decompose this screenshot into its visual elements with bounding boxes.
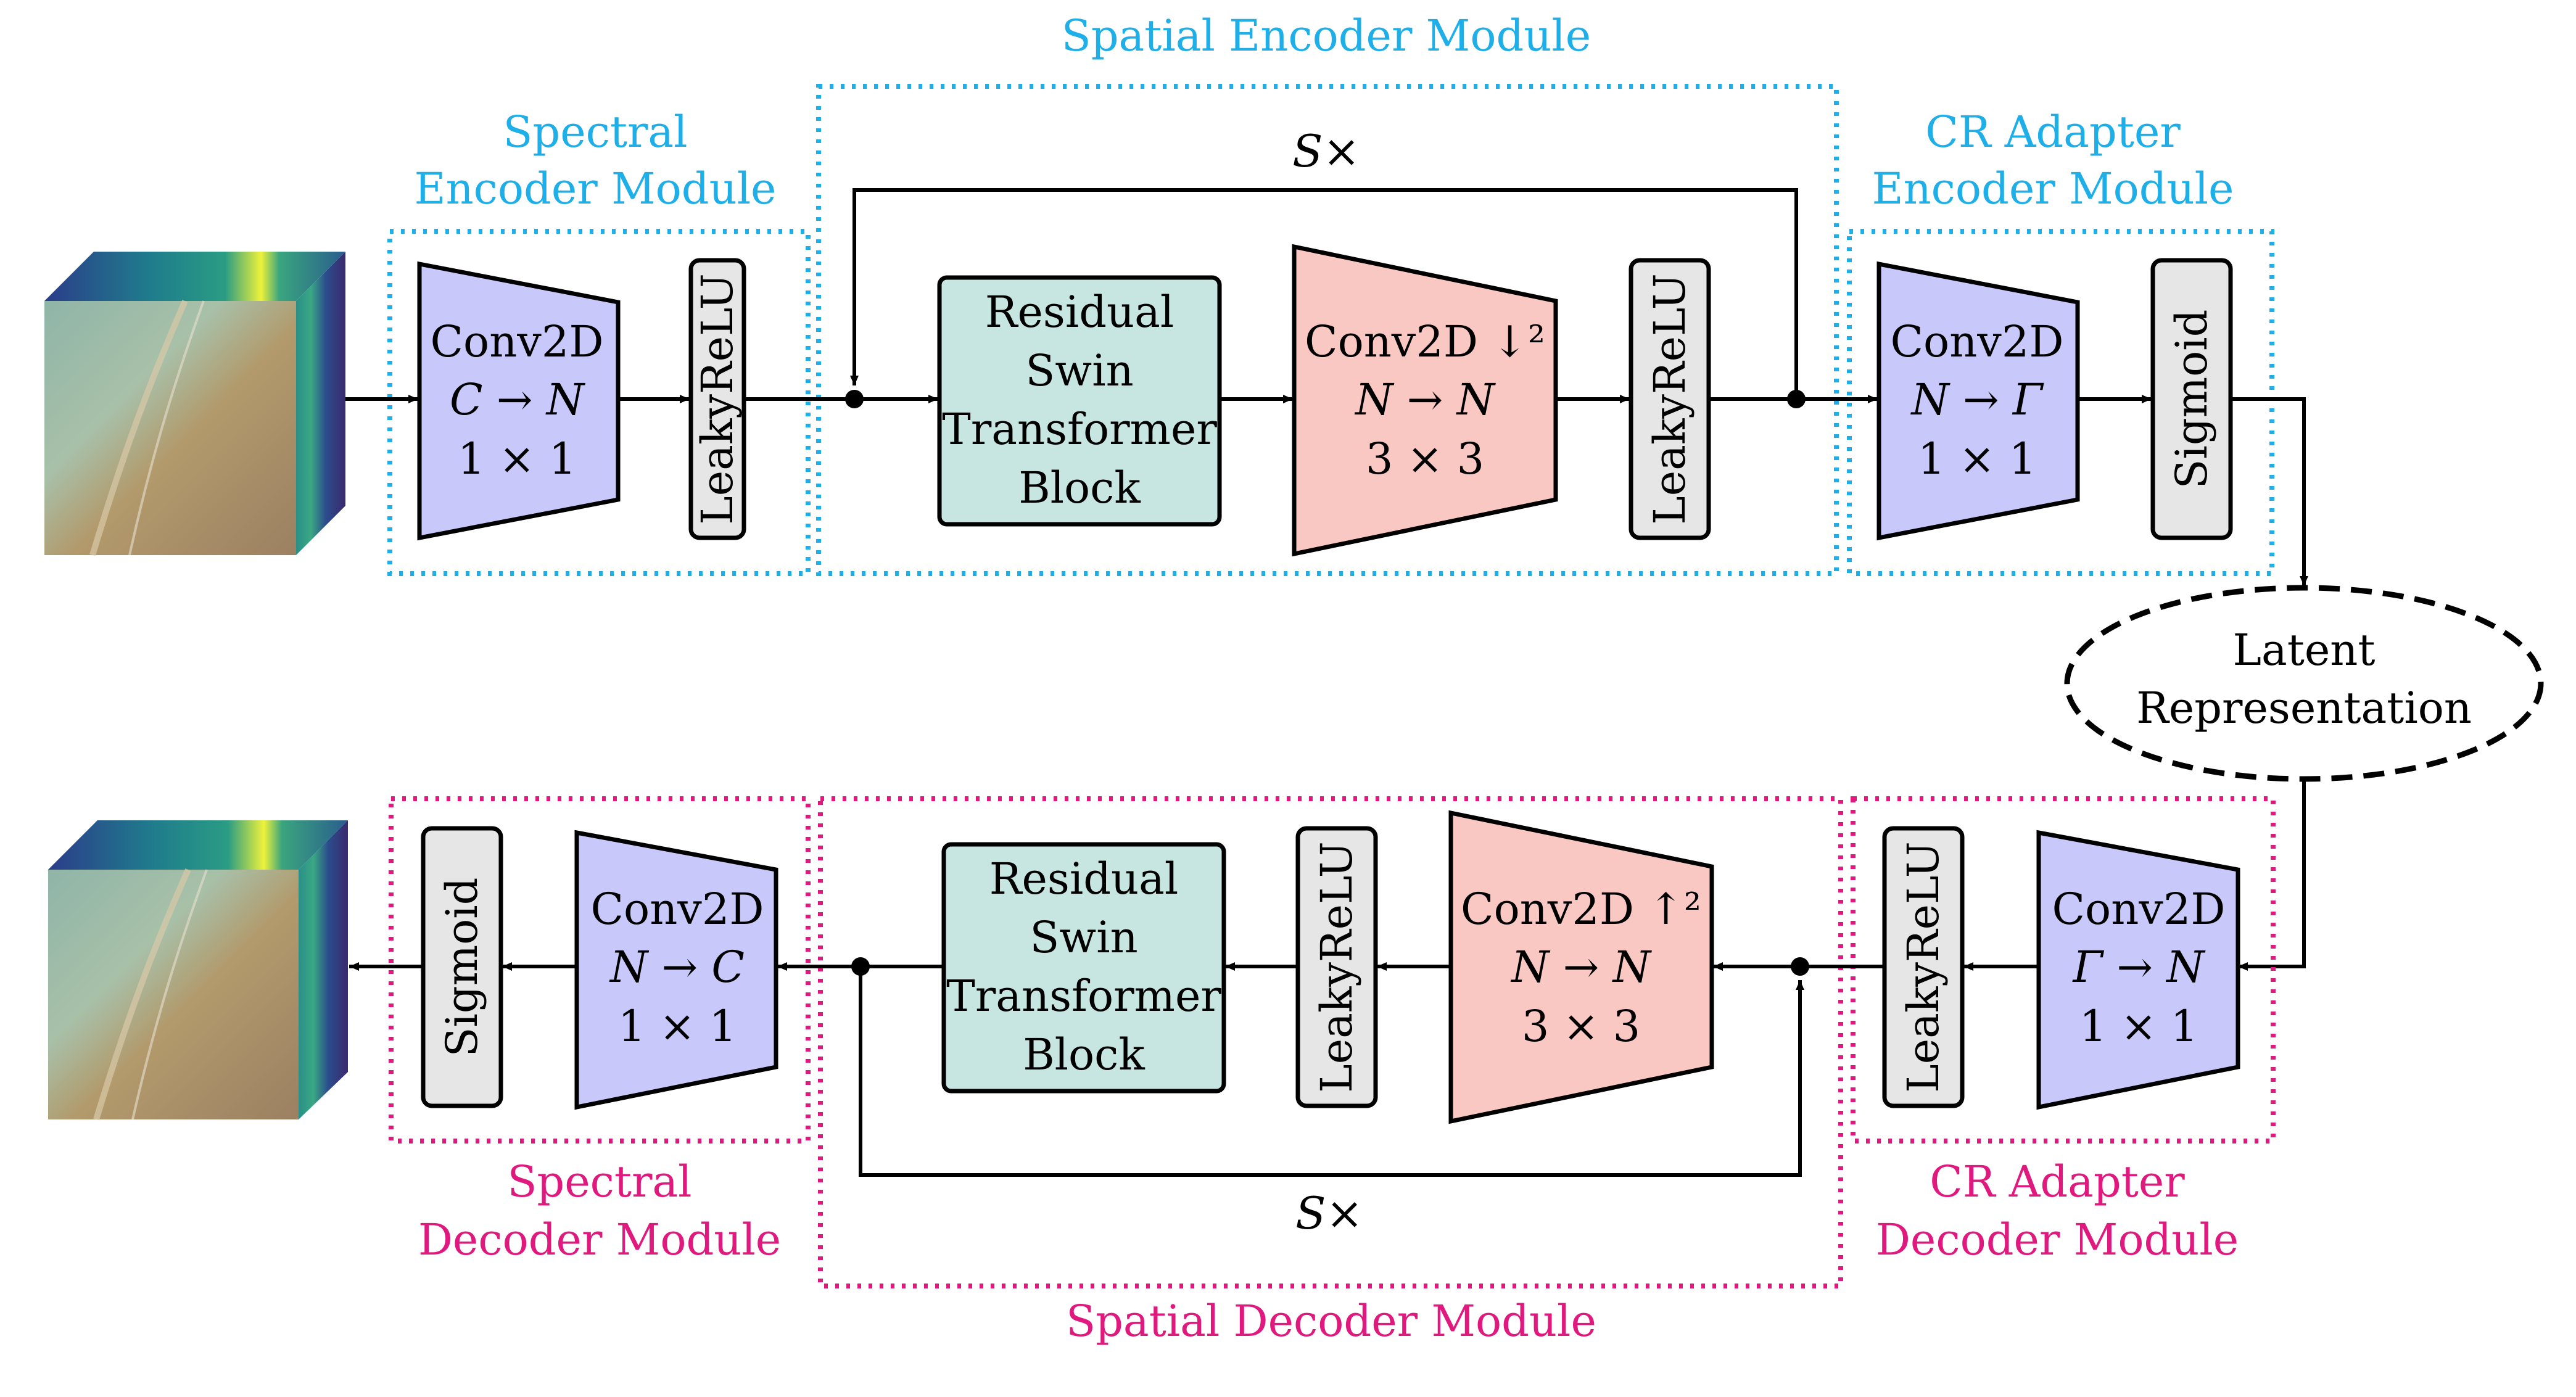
- cube-coastline: [89, 300, 188, 556]
- spatial-encoder-frame: [816, 84, 1839, 576]
- adapter-encoder-conv-line3: 1 × 1: [1918, 434, 2036, 484]
- adapter-encoder-sigmoid-label: Sigmoid: [2166, 310, 2217, 489]
- out-cube-top-face: [48, 820, 348, 870]
- enc-arrow-to-latent: [2231, 397, 2308, 586]
- adapter-encoder-title-2: Encoder Module: [1872, 163, 2234, 214]
- decoder-upsample-conv-line2: N → N: [1510, 942, 1652, 992]
- spectral-decoder-sigmoid-label: Sigmoid: [437, 878, 487, 1057]
- spectral-encoder-frame: [387, 229, 811, 576]
- spectral-encoder-conv-line1: Conv2D: [431, 316, 604, 367]
- decoder-swin-line3: Transformer: [946, 971, 1221, 1021]
- spectral-encoder-conv-line2: C → N: [450, 374, 586, 425]
- adapter-decoder-conv-line1: Conv2D: [2052, 884, 2226, 934]
- latent-line2: Representation: [2136, 683, 2472, 733]
- spectral-encoder-title-1: Spectral: [503, 107, 687, 157]
- out-cube-side-face: [299, 820, 348, 1119]
- decoder-swin-line4: Block: [1023, 1029, 1145, 1080]
- cube-road: [128, 300, 205, 556]
- adapter-encoder-frame: [1847, 229, 2274, 576]
- spatial-decoder-leakyrelu-label: LeakyReLU: [1311, 841, 1362, 1092]
- encoder-downsample-conv-line3: 3 × 3: [1366, 434, 1484, 484]
- adapter-decoder-conv-line3: 1 × 1: [2079, 1001, 2198, 1052]
- enc-loop-path: [850, 188, 1798, 399]
- decoder-upsample-conv-line3: 3 × 3: [1522, 1001, 1640, 1052]
- adapter-encoder-conv-block: [1876, 261, 2080, 541]
- spatial-decoder-title: Spatial Decoder Module: [1066, 1296, 1596, 1346]
- decoder-upsample-conv-block: [1448, 810, 1714, 1124]
- out-cube-coastline: [93, 868, 191, 1121]
- encoder-downsample-conv-line2: N → N: [1354, 374, 1496, 425]
- adapter-encoder-conv-line1: Conv2D: [1891, 316, 2064, 367]
- encoder-swin-line1: Residual: [985, 287, 1174, 337]
- spatial-encoder-title: Spatial Encoder Module: [1062, 10, 1591, 61]
- spectral-decoder-frame: [389, 796, 811, 1144]
- cube-side-face: [296, 252, 345, 555]
- out-cube-road: [131, 869, 208, 1120]
- adapter-decoder-title-1: CR Adapter: [1930, 1156, 2185, 1207]
- adapter-decoder-title-2: Decoder Module: [1876, 1214, 2239, 1265]
- adapter-decoder-conv-line2: Γ → N: [2072, 942, 2207, 992]
- dec-loop-path: [859, 966, 1804, 1177]
- cube-top-face: [44, 252, 345, 301]
- adapter-encoder-conv-line2: N → Γ: [1910, 374, 2044, 425]
- decoder-swin-line2: Swin: [1030, 912, 1137, 963]
- dec-arrow-from-latent: [2238, 779, 2306, 971]
- spectral-decoder-conv-line2: N → C: [609, 942, 745, 992]
- spectral-decoder-conv-line3: 1 × 1: [618, 1001, 737, 1052]
- decoder-upsample-conv-line1: Conv2D ↑²: [1461, 884, 1701, 934]
- adapter-encoder-title-1: CR Adapter: [1925, 107, 2181, 157]
- spectral-decoder-title-2: Decoder Module: [418, 1214, 781, 1265]
- encoder-repeat-label: S×: [1292, 125, 1360, 177]
- spectral-decoder-title-1: Spectral: [507, 1156, 691, 1207]
- encoder-downsample-conv-line1: Conv2D ↓²: [1305, 316, 1545, 367]
- adapter-decoder-frame: [1851, 796, 2276, 1144]
- adapter-decoder-leakyrelu-label: LeakyReLU: [1898, 841, 1949, 1092]
- spectral-decoder-conv-block: [574, 830, 778, 1110]
- spatial-encoder-leakyrelu-label: LeakyReLU: [1645, 273, 1695, 524]
- spectral-encoder-title-2: Encoder Module: [414, 163, 776, 214]
- decoder-swin-line1: Residual: [989, 854, 1178, 904]
- encoder-swin-line4: Block: [1018, 463, 1141, 513]
- input-hyperspectral-cube: [44, 252, 345, 556]
- latent-line1: Latent: [2233, 625, 2376, 675]
- decoder-repeat-label: S×: [1295, 1187, 1363, 1239]
- spectral-encoder-conv-block: [417, 261, 621, 541]
- encoder-downsample-conv-block: [1292, 244, 1558, 557]
- output-hyperspectral-cube: [48, 820, 348, 1121]
- spectral-encoder-leakyrelu-label: LeakyReLU: [692, 273, 743, 524]
- encoder-swin-line3: Transformer: [942, 404, 1217, 455]
- encoder-swin-line2: Swin: [1025, 345, 1133, 396]
- spectral-decoder-conv-line1: Conv2D: [591, 884, 764, 934]
- spectral-encoder-conv-line3: 1 × 1: [458, 434, 576, 484]
- adapter-decoder-conv-block: [2036, 830, 2240, 1110]
